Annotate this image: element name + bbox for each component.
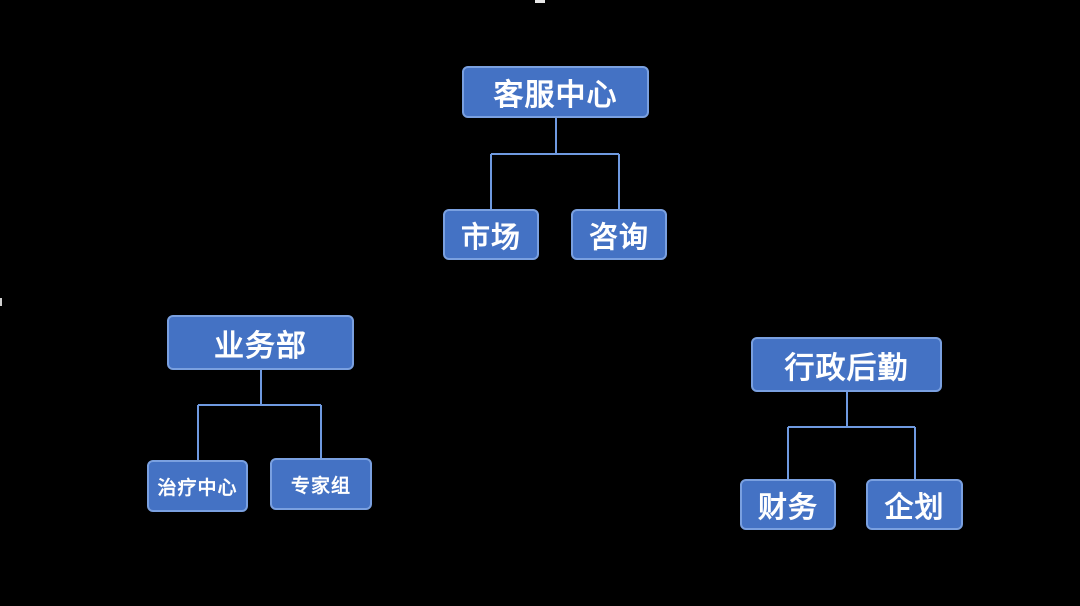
node-shichang[interactable]: 市场 <box>443 209 539 260</box>
node-yewubu[interactable]: 业务部 <box>167 315 354 370</box>
node-kefu-zhongxin[interactable]: 客服中心 <box>462 66 649 118</box>
node-zhiliao-zhongxin[interactable]: 治疗中心 <box>147 460 248 512</box>
left-edge-mark <box>0 298 2 306</box>
node-qihua[interactable]: 企划 <box>866 479 963 530</box>
node-caiwu[interactable]: 财务 <box>740 479 836 530</box>
node-zixun[interactable]: 咨询 <box>571 209 667 260</box>
node-zhuanjiazu[interactable]: 专家组 <box>270 458 372 510</box>
top-edge-mark <box>535 0 545 3</box>
node-xingzheng-houqin[interactable]: 行政后勤 <box>751 337 942 392</box>
